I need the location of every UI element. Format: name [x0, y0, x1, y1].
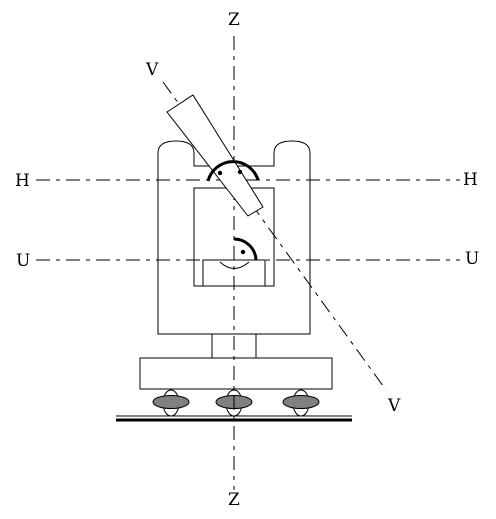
vertical-bearing-lower-arc — [219, 261, 250, 269]
trunnion-pivot-right — [237, 169, 243, 175]
base-plate — [139, 357, 333, 390]
v-axis-label-top: V — [145, 60, 159, 80]
trunnion-pivot-left — [217, 170, 223, 176]
leveling-screw-left — [152, 389, 190, 417]
v-axis-label-bottom: V — [387, 396, 401, 416]
z-axis-label-top: Z — [228, 10, 240, 30]
trunnion-bearing-arc — [206, 160, 260, 182]
vertical-pivot — [240, 249, 246, 255]
z-axis-label-bottom: Z — [228, 490, 240, 510]
vertical-bearing-arc — [233, 237, 258, 261]
h-axis-label-right: H — [463, 170, 478, 190]
h-axis-label-left: H — [15, 171, 30, 191]
leveling-screw-right — [282, 389, 320, 417]
telescope — [166, 94, 264, 217]
u-axis-label-left: U — [16, 251, 30, 271]
u-axis-label-right: U — [465, 249, 479, 269]
